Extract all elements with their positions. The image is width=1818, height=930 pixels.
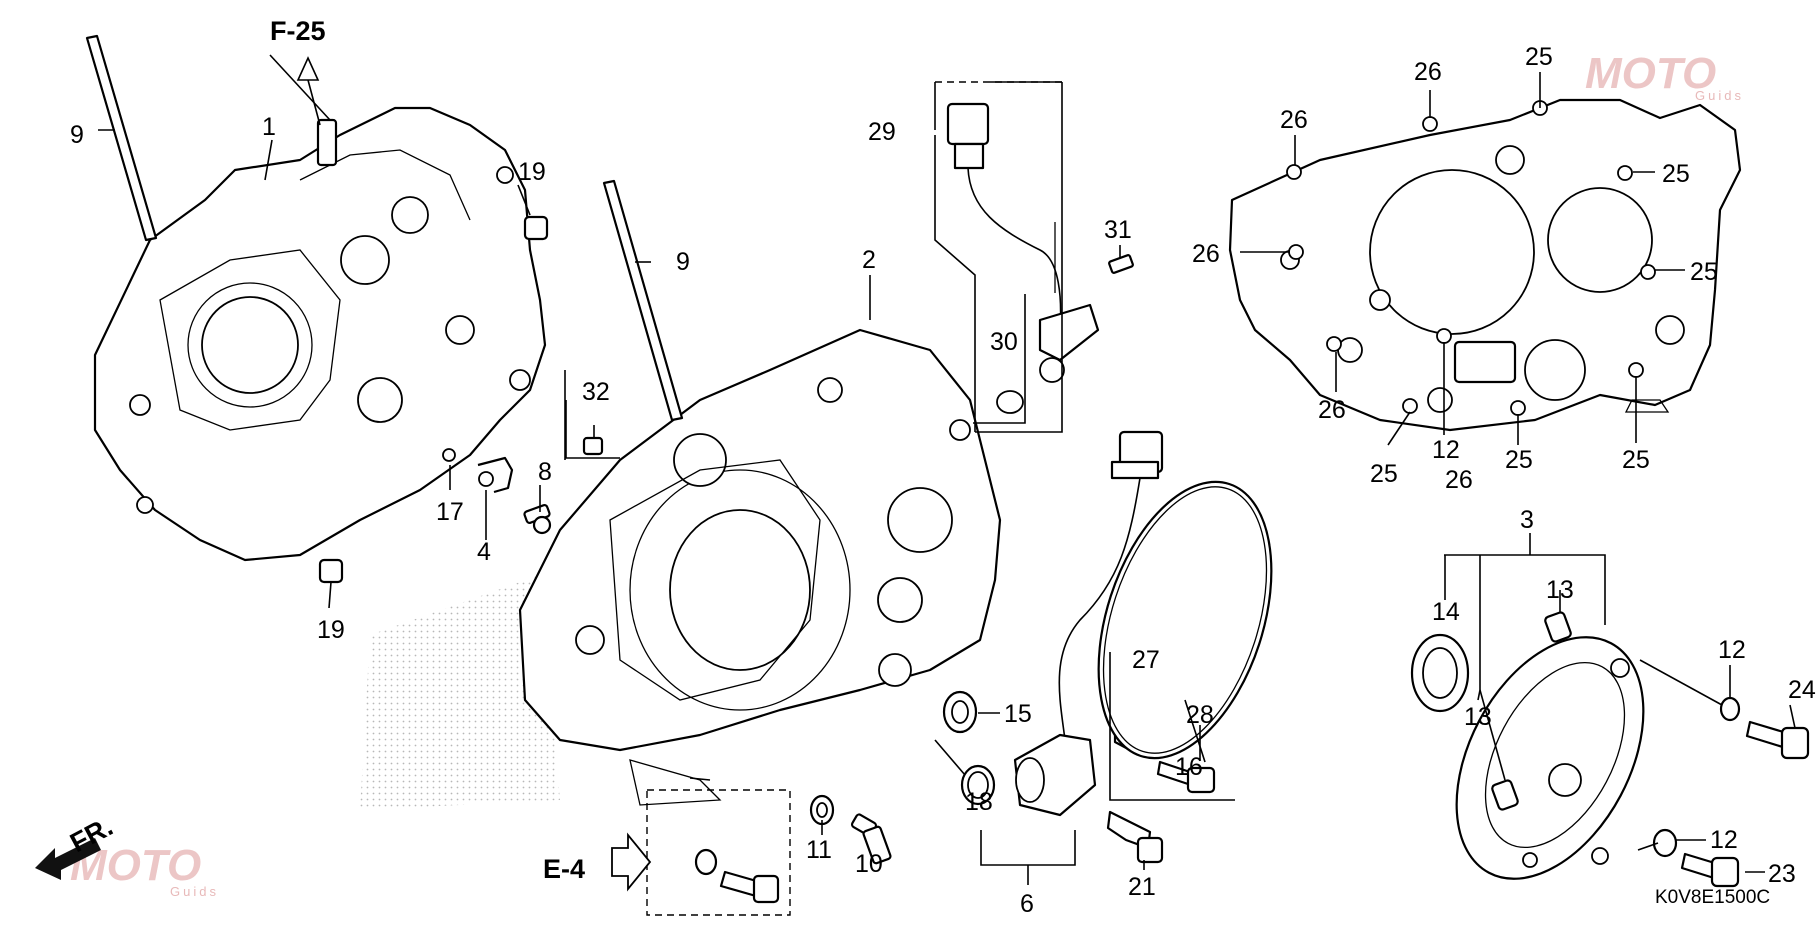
bolt-24: [1719, 696, 1810, 760]
wire-harness: [1013, 430, 1164, 817]
callout-25-right: 25: [1690, 258, 1718, 286]
callout-26-bottom: 26: [1445, 466, 1473, 494]
callout-3: 3: [1520, 506, 1534, 534]
callout-1: 1: [262, 113, 276, 141]
callout-19-upper: 19: [518, 158, 546, 186]
callout-25-top: 25: [1525, 43, 1553, 71]
oil-seal-14: [1410, 633, 1470, 713]
callout-12-gasket: 12: [1432, 436, 1460, 464]
callout-25-bottom-right: 25: [1622, 446, 1650, 474]
left-crankcase: [93, 106, 547, 562]
bolt-32: [582, 436, 604, 456]
dowel-13-upper: [1544, 611, 1572, 643]
callout-24: 24: [1788, 676, 1816, 704]
callout-29: 29: [868, 118, 896, 146]
dowel-pins: [318, 215, 549, 584]
callout-labels: F-25 E-4 FR. K0V8E1500C 1 2 3 4 6 8 9 9 …: [65, 16, 1816, 918]
callout-2: 2: [862, 246, 876, 274]
callout-4: 4: [477, 538, 491, 566]
callout-28: 28: [1186, 701, 1214, 729]
callout-13-upper: 13: [1546, 576, 1574, 604]
dowel-13-lower: [1491, 779, 1519, 811]
callout-19-lower: 19: [317, 616, 345, 644]
callout-26-lower-left: 26: [1318, 396, 1346, 424]
callout-16: 16: [1175, 753, 1203, 781]
callout-30: 30: [990, 328, 1018, 356]
callout-25-right-upper: 25: [1662, 160, 1690, 188]
callout-32: 32: [582, 378, 610, 406]
callout-13-lower: 13: [1464, 703, 1492, 731]
background-stipple-logo: [360, 575, 560, 810]
callout-31: 31: [1104, 216, 1132, 244]
oil-pump-cover: [1455, 636, 1645, 880]
callout-9-right: 9: [676, 248, 690, 276]
front-arrow-icon: [35, 838, 101, 880]
callout-26-top: 26: [1414, 58, 1442, 86]
diagram-code: K0V8E1500C: [1655, 887, 1770, 908]
callout-17: 17: [436, 498, 464, 526]
watermark-sub: Guids: [170, 884, 219, 899]
bolt-21: [1106, 810, 1164, 864]
callout-9-left: 9: [70, 121, 84, 149]
callout-25-bottom-left: 25: [1370, 460, 1398, 488]
callout-18: 18: [965, 788, 993, 816]
sensor-assembly: [946, 102, 1134, 414]
o-ring-16: [1097, 480, 1273, 760]
bracket-and-bolt: [442, 448, 552, 535]
callout-15: 15: [1004, 700, 1032, 728]
callout-12-upper: 12: [1718, 636, 1746, 664]
callout-23: 23: [1768, 860, 1796, 888]
crankcase-gasket: [1228, 98, 1742, 432]
e4-arrow-icon: [611, 832, 652, 892]
callout-27: 27: [1132, 646, 1160, 674]
callout-8: 8: [538, 458, 552, 486]
callout-6: 6: [1020, 890, 1034, 918]
leader-lines: [98, 54, 1796, 885]
bolt-in-dashed-box: [694, 848, 780, 904]
watermark-sub: Guids: [1695, 88, 1744, 103]
seals-and-washers: [809, 690, 996, 826]
callout-11: 11: [806, 836, 832, 864]
callout-25-bottom-mid: 25: [1505, 446, 1533, 474]
right-crankcase: [518, 328, 1002, 806]
callout-10: 10: [855, 850, 883, 878]
callout-14: 14: [1432, 598, 1460, 626]
bolt-28: [1156, 760, 1216, 794]
callout-21: 21: [1128, 873, 1156, 901]
o-ring-inner: [1102, 486, 1268, 754]
callout-26-left-top: 26: [1280, 106, 1308, 134]
stud-bolts: [85, 34, 684, 422]
bolt-10: [850, 813, 892, 865]
callout-26-left: 26: [1192, 240, 1220, 268]
watermark-text: MOTO: [1585, 49, 1716, 98]
watermark-top-right: MOTO Guids: [1585, 49, 1744, 103]
reference-f25: F-25: [270, 16, 326, 46]
bolt-23: [1652, 828, 1740, 888]
reference-e4: E-4: [543, 854, 585, 884]
callout-12-lower: 12: [1710, 826, 1738, 854]
bracket-boxes: [564, 81, 1063, 916]
